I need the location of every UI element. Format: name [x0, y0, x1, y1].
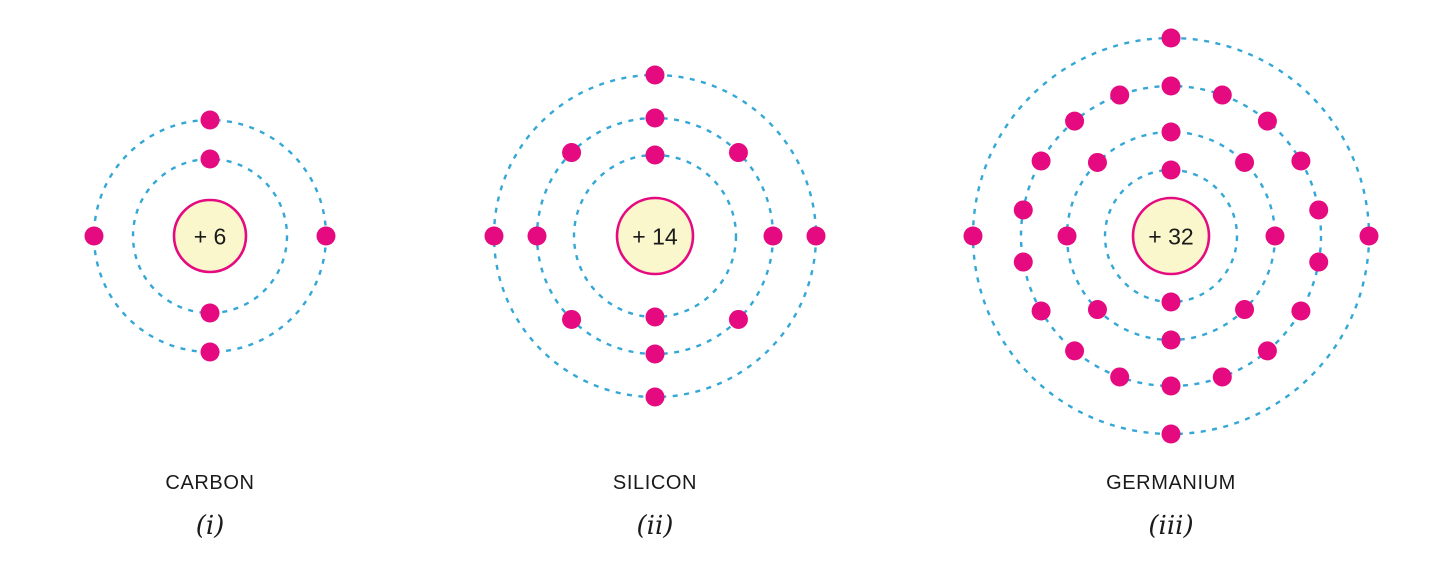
electron	[728, 309, 748, 329]
electron	[84, 226, 104, 246]
electron	[1161, 160, 1181, 180]
electron	[200, 149, 220, 169]
electron	[1013, 252, 1033, 272]
electron	[200, 110, 220, 130]
atom-silicon: + 14 SILICON (ii)	[420, 0, 890, 541]
electron	[1359, 226, 1379, 246]
atom-name-carbon: CARBON	[165, 472, 255, 494]
electron	[645, 65, 665, 85]
electron	[1161, 424, 1181, 444]
electron	[1110, 85, 1130, 105]
nucleus	[1131, 196, 1211, 276]
electron	[562, 143, 582, 163]
nucleus-charge-label: + 32	[1148, 223, 1193, 249]
nucleus-charge-label: + 6	[194, 223, 227, 249]
electron	[484, 226, 504, 246]
atom-carbon: + 6 CARBON (i)	[0, 0, 420, 541]
atom-germanium: + 32 GERMANIUM (iii)	[890, 0, 1452, 541]
electron	[1087, 152, 1107, 172]
electron	[1065, 341, 1085, 361]
electron	[645, 108, 665, 128]
electron	[1235, 152, 1255, 172]
electron	[1161, 28, 1181, 48]
electron	[1013, 200, 1033, 220]
electron	[1291, 301, 1311, 321]
electron	[1309, 200, 1329, 220]
electron	[527, 226, 547, 246]
nucleus	[172, 198, 248, 274]
atom-numeral-i: (i)	[195, 511, 225, 541]
nucleus-charge-label: + 14	[632, 223, 678, 249]
electron	[963, 226, 983, 246]
electron-shell-orbit	[1019, 84, 1323, 388]
electron	[728, 143, 748, 163]
electron	[1309, 252, 1329, 272]
silicon-atom-diagram: + 14	[484, 65, 826, 407]
germanium-atom-diagram: + 32	[963, 28, 1379, 444]
electron	[1235, 300, 1255, 320]
electron	[1161, 122, 1181, 142]
electron	[562, 309, 582, 329]
electron	[200, 342, 220, 362]
nucleus	[615, 196, 695, 276]
atom-name-silicon: SILICON	[612, 472, 698, 494]
electron	[1212, 85, 1232, 105]
electron	[1057, 226, 1077, 246]
electron	[645, 145, 665, 165]
electron	[1161, 76, 1181, 96]
electron	[1257, 111, 1277, 131]
electron	[1161, 330, 1181, 350]
electron	[200, 303, 220, 323]
atom-numeral-ii: (ii)	[636, 511, 674, 541]
electron	[1265, 226, 1285, 246]
electron	[806, 226, 826, 246]
atom-name-germanium: GERMANIUM	[1106, 472, 1236, 494]
electron	[316, 226, 336, 246]
electron	[1161, 376, 1181, 396]
electron	[1031, 301, 1051, 321]
electron	[1110, 367, 1130, 387]
electron	[1031, 151, 1051, 171]
electron	[645, 344, 665, 364]
electron	[1087, 300, 1107, 320]
electron-shell-orbit	[131, 157, 289, 315]
electron	[645, 387, 665, 407]
electron	[763, 226, 783, 246]
electron	[1212, 367, 1232, 387]
atom-numeral-iii: (iii)	[1148, 511, 1194, 541]
electron	[1161, 292, 1181, 312]
electron	[1291, 151, 1311, 171]
electron	[645, 307, 665, 327]
electron	[1065, 111, 1085, 131]
carbon-atom-diagram: + 6	[84, 110, 336, 362]
electron	[1257, 341, 1277, 361]
